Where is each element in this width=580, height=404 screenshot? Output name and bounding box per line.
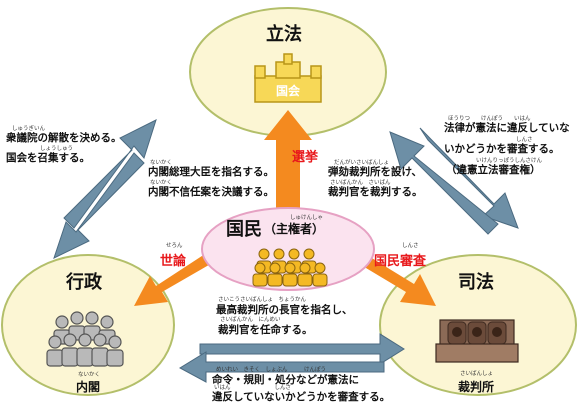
national-review-ruby: しんさ	[402, 243, 419, 249]
jud-leg-ruby-1: ほうりつ けんぽう いはん	[448, 116, 531, 122]
exec-jud-ruby-2: さいばんかん にんめい	[220, 317, 281, 323]
exec-jud-ruby-1: さいこうさいばんしょ ちょうかん	[218, 297, 307, 303]
cabinet-members-icon	[46, 311, 124, 367]
arrow-election	[264, 110, 312, 218]
people-subtitle-ruby: しゅけんしゃ	[290, 215, 324, 221]
jud-leg-note-1: 法律が憲法に違反していな	[444, 122, 570, 134]
people-ellipse	[201, 207, 375, 291]
public-opinion-label: 世論	[160, 254, 187, 269]
executive-ellipse	[1, 254, 175, 396]
jud-exec-ruby-1: めいれい きそく しょぶん けんぽう	[216, 367, 327, 373]
jud-leg-ruby-3: いけんりっぽうしんさけん	[476, 158, 543, 164]
people-subtitle: （主権者）	[264, 222, 325, 236]
arrow-judicial-to-legislative	[389, 131, 499, 235]
judicial-title: 司法	[458, 272, 494, 293]
exec-jud-note-1: 最高裁判所の長官を指名し、	[216, 304, 353, 316]
court-ruby: さいばんしょ	[460, 371, 494, 377]
national-review-label: 国民審査	[374, 254, 427, 269]
cabinet-ruby: ないかく	[78, 372, 101, 378]
exec-jud-note-2: 裁判官を任命する。	[218, 324, 313, 336]
leg-exec-ruby-2: しょうしゅう	[40, 146, 74, 152]
arrow-legislative-to-executive	[53, 152, 145, 259]
jud-exec-note-1: 命令・規則・処分などが憲法に	[212, 374, 359, 386]
arrow-public-opinion	[134, 252, 214, 306]
leg-jud-ruby-2: さいばんかん さいばん	[330, 180, 391, 186]
citizens-icon	[252, 248, 328, 287]
exec-leg-ruby-1: ないかく	[150, 160, 173, 166]
arrow-national-review	[356, 252, 436, 306]
executive-title: 行政	[66, 272, 102, 293]
jud-leg-note-3: （違憲立法審査権）	[446, 164, 541, 176]
arrow-executive-to-legislative	[63, 119, 157, 229]
leg-exec-ruby-1: しゅうぎいん	[12, 126, 46, 132]
cabinet-label: 内閣	[76, 380, 101, 394]
arrow-executive-to-judicial	[199, 333, 405, 365]
legislative-title: 立法	[266, 24, 302, 45]
court-label: 裁判所	[458, 380, 495, 394]
diet-building-icon	[254, 53, 322, 103]
people-title: 国民	[226, 219, 262, 240]
exec-leg-ruby-2: ないかく	[150, 180, 173, 186]
jud-exec-ruby-2: いはん しんさ	[214, 385, 292, 391]
arrow-judicial-to-executive	[178, 351, 385, 383]
jud-leg-ruby-2: しんさ	[516, 137, 533, 143]
leg-jud-note-2: 裁判官を裁判する。	[328, 186, 423, 198]
election-label: 選挙	[292, 150, 319, 165]
leg-exec-note-2: 国会を召集する。	[6, 152, 90, 164]
exec-leg-note-1: 内閣総理大臣を指名する。	[148, 166, 274, 178]
exec-leg-note-2: 内閣不信任案を決議する。	[148, 186, 274, 198]
public-opinion-ruby: せろん	[166, 243, 183, 249]
arrow-legislative-to-judicial	[419, 127, 519, 229]
jud-exec-note-2: 違反していないかどうかを審査する。	[212, 391, 391, 403]
leg-jud-note-1: 弾劾裁判所を設け、	[328, 166, 422, 178]
diet-label: 国会	[276, 84, 301, 98]
leg-jud-ruby-1: だんがいさいばんしょ	[334, 160, 390, 166]
leg-exec-note-1: 衆議院の解散を決める。	[6, 132, 122, 144]
jud-leg-note-2: いかどうかを審査する。	[444, 143, 560, 155]
court-judges-icon	[435, 319, 519, 363]
